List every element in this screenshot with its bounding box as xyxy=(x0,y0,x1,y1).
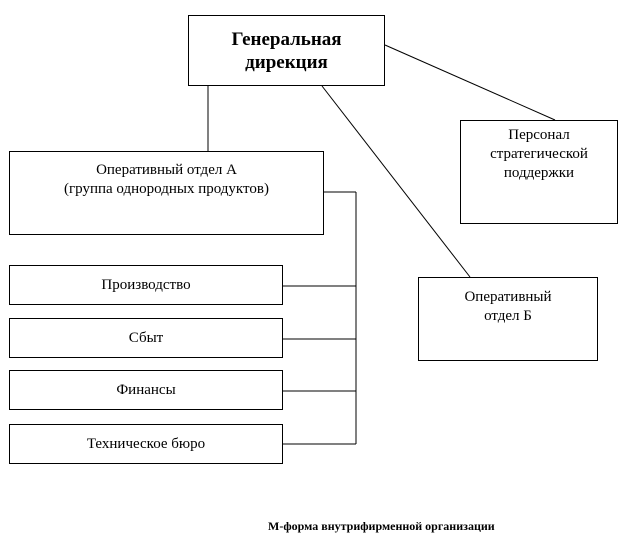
operational-unit-a-box: Оперативный отдел А (группа однородных п… xyxy=(9,151,324,235)
finance-box: Финансы xyxy=(9,370,283,410)
technical-bureau-box: Техническое бюро xyxy=(9,424,283,464)
diagram-caption: М-форма внутрифирменной организации xyxy=(268,519,495,533)
line-general-to-unit-b xyxy=(321,85,471,278)
sales-box: Сбыт xyxy=(9,318,283,358)
production-box: Производство xyxy=(9,265,283,305)
line-general-to-strategic-staff xyxy=(384,44,556,121)
general-directorate-box: Генеральная дирекция xyxy=(188,15,385,86)
strategic-support-staff-box: Персонал стратегической поддержки xyxy=(460,120,618,224)
operational-unit-b-box: Оперативный отдел Б xyxy=(418,277,598,361)
